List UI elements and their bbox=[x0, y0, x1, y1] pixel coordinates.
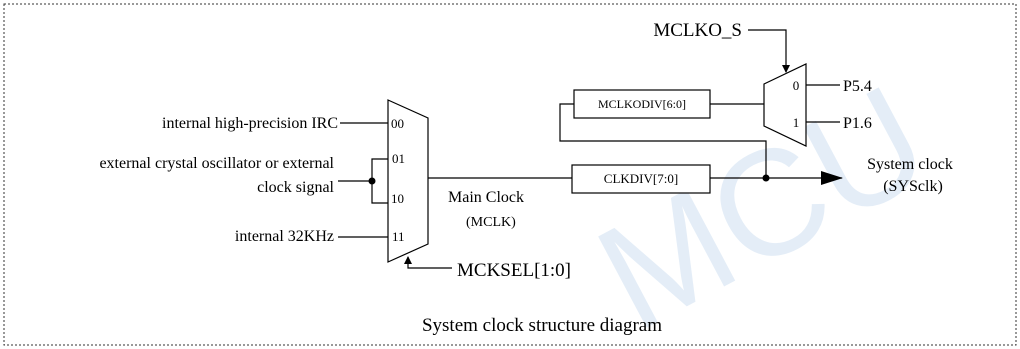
mclko-s-arrow bbox=[748, 29, 790, 73]
mcksel-label: MCKSEL[1:0] bbox=[457, 260, 571, 281]
mclk-label: (MCLK) bbox=[466, 215, 516, 230]
main-clock-label: Main Clock bbox=[448, 189, 524, 206]
input-label-32khz: internal 32KHz bbox=[235, 228, 334, 245]
diagram-frame bbox=[3, 3, 1017, 346]
clkdiv-box bbox=[571, 164, 711, 194]
output-mux bbox=[763, 63, 807, 147]
mclko-s-label: MCLKO_S bbox=[653, 20, 742, 41]
main-mux bbox=[387, 99, 429, 263]
junction-xosc bbox=[368, 177, 376, 185]
mclkodiv-box bbox=[573, 89, 711, 119]
sysclk-label-line1: System clock bbox=[867, 156, 953, 173]
out-mux-port-0: 0 bbox=[793, 78, 800, 93]
mclkodiv-label: MCLKODIV[6:0] bbox=[598, 97, 686, 111]
input-label-xosc-line2: clock signal bbox=[257, 179, 334, 196]
input-label-xosc-line1: external crystal oscillator or external bbox=[99, 155, 334, 172]
mux-port-11: 11 bbox=[392, 229, 405, 244]
out-mux-port-1: 1 bbox=[793, 115, 800, 130]
wire-feedback bbox=[559, 103, 767, 178]
input-label-irc: internal high-precision IRC bbox=[162, 115, 338, 132]
sysclk-label-line2: (SYSclk) bbox=[883, 178, 943, 195]
mux-port-00: 00 bbox=[391, 116, 404, 131]
mcksel-arrow bbox=[404, 256, 452, 269]
mux-port-01: 01 bbox=[392, 151, 405, 166]
output-p16-label: P1.6 bbox=[843, 115, 872, 132]
mux-port-10: 10 bbox=[391, 191, 404, 206]
diagram-caption: System clock structure diagram bbox=[422, 315, 662, 336]
output-p54-label: P5.4 bbox=[843, 78, 872, 95]
clkdiv-label: CLKDIV[7:0] bbox=[604, 171, 678, 186]
